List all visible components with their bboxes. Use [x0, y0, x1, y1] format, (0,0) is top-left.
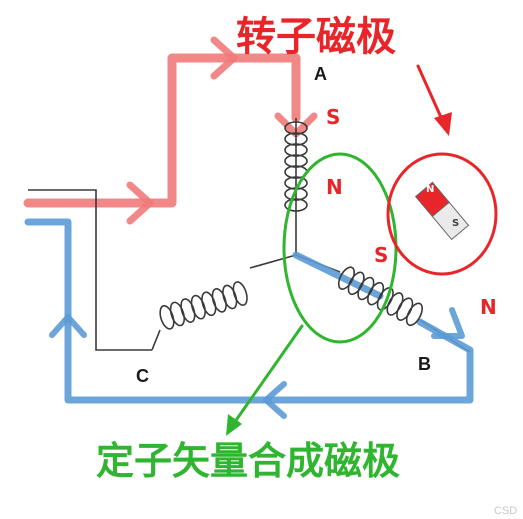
coil-b — [337, 266, 423, 327]
rotor-pole-circle — [386, 152, 498, 276]
bar-magnet — [414, 181, 470, 241]
blue-arrow-diagonal — [431, 307, 465, 339]
red-arrow-left — [126, 181, 154, 225]
red-arrow-head — [434, 112, 452, 136]
red-current-path — [23, 53, 301, 208]
pole-n-right: N — [480, 295, 497, 319]
node-a-label: A — [314, 64, 327, 84]
pole-s-right: S — [374, 243, 388, 267]
watermark-text: CSD — [494, 505, 517, 517]
red-pointer-arrow — [416, 64, 446, 126]
pole-n-mid: N — [326, 175, 343, 199]
blue-arrow-bottom — [263, 381, 287, 419]
pole-s-top: S — [326, 105, 340, 129]
magnet-n-label: N — [426, 184, 434, 195]
coil-c — [151, 281, 248, 351]
node-b-label: B — [418, 354, 431, 374]
red-arrow-top — [210, 36, 238, 80]
dark-wires — [28, 118, 471, 353]
blue-current-path — [24, 218, 474, 404]
stator-pole-title: 定子矢量合成磁极 — [96, 439, 400, 483]
blue-arrow-up — [49, 314, 87, 338]
node-c-label: C — [136, 366, 149, 386]
green-pointer-arrow — [230, 324, 304, 428]
magnet-s-label: S — [452, 218, 459, 229]
green-arrow-head — [226, 414, 242, 436]
rotor-pole-title: 转子磁极 — [236, 14, 396, 60]
